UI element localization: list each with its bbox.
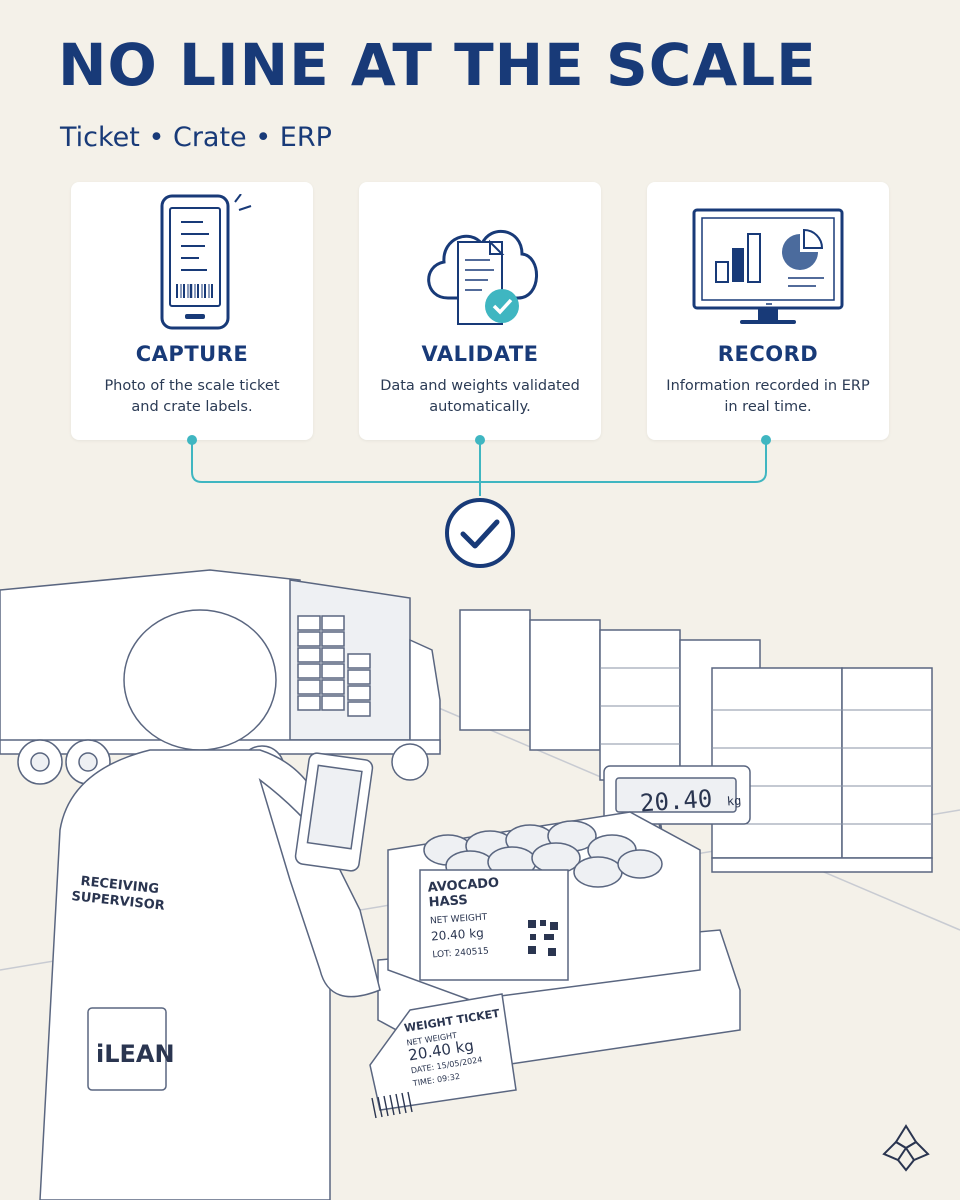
step-desc-validate: Data and weights validated automatically… (367, 376, 593, 418)
id-badge (87, 1007, 167, 1091)
check-circle-icon (445, 498, 515, 568)
scale-value: 20.40 (639, 784, 714, 818)
step-desc-line: automatically. (429, 399, 531, 415)
page-title: NO LINE AT THE SCALE (58, 31, 817, 99)
ticket-barcode-icon (371, 1091, 413, 1119)
truck-cab (409, 638, 441, 755)
step-desc-line: Photo of the scale ticket (104, 378, 280, 394)
weight-ticket (369, 993, 517, 1111)
badge-text: iLEAN (96, 1040, 175, 1068)
receiving-scene-illustration (0, 569, 960, 1200)
step-connector (187, 435, 771, 568)
step-desc-record: Information recorded in ERP in real time… (655, 376, 881, 418)
scale-unit: kg (726, 793, 742, 809)
monitor-chart-icon (692, 208, 844, 324)
qr-code-icon (528, 920, 558, 956)
step-desc-line: and crate labels. (131, 399, 253, 415)
step-title-validate: VALIDATE (421, 342, 539, 366)
brand-logo-icon (882, 1124, 930, 1172)
step-desc-line: in real time. (724, 399, 812, 415)
step-card-validate: VALIDATE Data and weights validated auto… (359, 182, 601, 440)
step-desc-line: Information recorded in ERP (666, 378, 870, 394)
crate-label-text: AVOCADO HASS NET WEIGHT 20.40 kg LOT: 24… (427, 876, 504, 964)
step-card-record: RECORD Information recorded in ERP in re… (647, 182, 889, 440)
page-subtitle: Ticket • Crate • ERP (60, 122, 332, 153)
step-title-capture: CAPTURE (135, 342, 249, 366)
cloud-document-check-icon (427, 229, 538, 325)
step-desc-capture: Photo of the scale ticket and crate labe… (79, 376, 305, 418)
step-card-capture: CAPTURE Photo of the scale ticket and cr… (71, 182, 313, 440)
step-desc-line: Data and weights validated (380, 378, 580, 394)
smartphone-barcode-icon (160, 194, 252, 330)
hairnet (123, 609, 277, 751)
crate-pallet-stacks (459, 609, 933, 873)
step-title-record: RECORD (717, 342, 819, 366)
